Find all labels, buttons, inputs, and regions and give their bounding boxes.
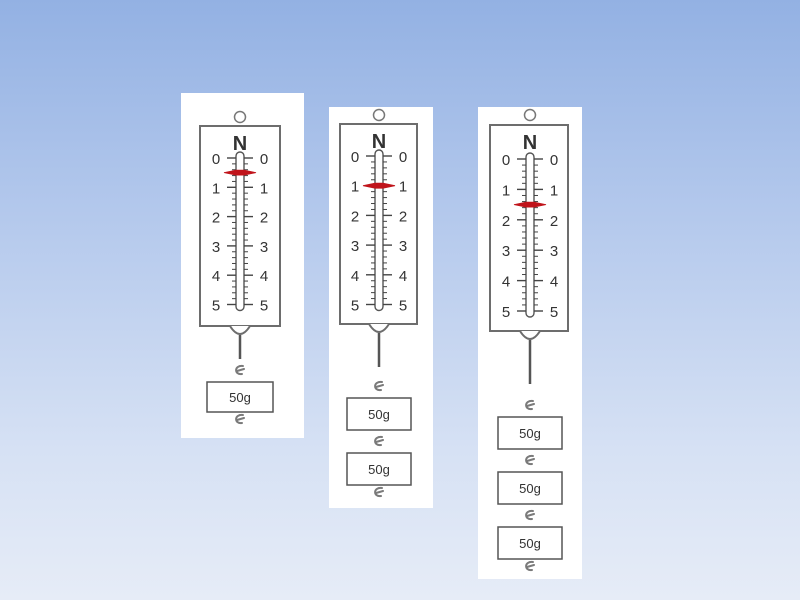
weight-label: 50g <box>519 481 541 496</box>
scale-label-left: 4 <box>351 268 359 285</box>
weight-label: 50g <box>519 426 541 441</box>
hook-icon <box>374 380 384 392</box>
scale-label-left: 1 <box>351 179 359 196</box>
scale-label-right: 2 <box>260 210 268 227</box>
spring-scale-1: N0 0 1 1 2 2 3 3 4 4 5 5 50g <box>199 110 281 425</box>
weight-label: 50g <box>229 390 251 405</box>
scale-label-left: 5 <box>502 304 510 321</box>
hanging-ring-icon <box>523 108 537 122</box>
scale-label-left: 1 <box>212 180 220 197</box>
scale-label-left: 5 <box>351 298 359 315</box>
hook-icon <box>525 399 535 411</box>
unit-label: N <box>523 132 537 154</box>
scale-label-right: 5 <box>399 298 407 315</box>
scale-label-left: 5 <box>212 298 220 315</box>
scale-label-left: 2 <box>212 210 220 227</box>
scale-label-right: 3 <box>399 238 407 255</box>
scale-label-left: 4 <box>212 268 220 285</box>
scale-label-right: 4 <box>550 274 558 291</box>
weight-block <box>206 381 274 413</box>
weight-block <box>497 416 563 450</box>
scale-label-right: 0 <box>550 152 558 169</box>
pointer-indicator <box>362 182 396 189</box>
scale-label-left: 3 <box>351 238 359 255</box>
weight-block <box>346 397 412 431</box>
weight-block <box>497 526 563 560</box>
scale-bottom-cap <box>519 330 541 340</box>
scale-label-left: 0 <box>351 149 359 166</box>
hanging-ring-icon <box>372 108 386 122</box>
unit-label: N <box>372 131 386 153</box>
hanging-ring-icon <box>233 110 247 124</box>
hook-icon <box>374 486 384 498</box>
weight-block <box>346 452 412 486</box>
scale-tube <box>374 149 384 312</box>
scale-label-right: 3 <box>550 243 558 260</box>
scale-label-right: 1 <box>260 180 268 197</box>
hook-icon <box>235 364 245 376</box>
scale-label-left: 2 <box>502 213 510 230</box>
spring-scale-3: N0 0 1 1 2 2 3 3 4 4 5 5 50g 50g 50g <box>489 108 569 572</box>
scale-label-left: 4 <box>502 274 510 291</box>
pointer-indicator <box>223 169 257 176</box>
scale-label-left: 1 <box>502 182 510 199</box>
hook-icon <box>525 454 535 466</box>
scale-label-right: 4 <box>260 268 268 285</box>
pointer-indicator <box>513 201 547 208</box>
hook-icon <box>374 435 384 447</box>
scale-label-right: 2 <box>399 208 407 225</box>
scale-label-right: 5 <box>260 298 268 315</box>
scale-label-right: 0 <box>399 149 407 166</box>
scale-label-left: 2 <box>351 208 359 225</box>
scale-tube <box>525 152 535 318</box>
scale-label-right: 0 <box>260 151 268 168</box>
scale-bottom-cap <box>368 323 390 333</box>
scale-bottom-cap <box>229 325 251 335</box>
weight-label: 50g <box>368 462 390 477</box>
unit-label: N <box>233 133 247 155</box>
scale-label-right: 2 <box>550 213 558 230</box>
scale-label-left: 3 <box>212 239 220 256</box>
hook-icon <box>525 560 535 572</box>
scale-label-right: 3 <box>260 239 268 256</box>
scale-label-right: 4 <box>399 268 407 285</box>
weight-block <box>497 471 563 505</box>
weight-label: 50g <box>368 407 390 422</box>
scale-label-left: 0 <box>212 151 220 168</box>
scale-label-left: 0 <box>502 152 510 169</box>
spring-scale-2: N0 0 1 1 2 2 3 3 4 4 5 5 50g 50g <box>339 108 418 498</box>
weight-label: 50g <box>519 536 541 551</box>
scale-label-right: 1 <box>399 179 407 196</box>
scale-label-right: 1 <box>550 182 558 199</box>
hook-icon <box>235 413 245 425</box>
scale-label-left: 3 <box>502 243 510 260</box>
scale-tube <box>235 151 245 312</box>
scale-label-right: 5 <box>550 304 558 321</box>
hook-icon <box>525 509 535 521</box>
